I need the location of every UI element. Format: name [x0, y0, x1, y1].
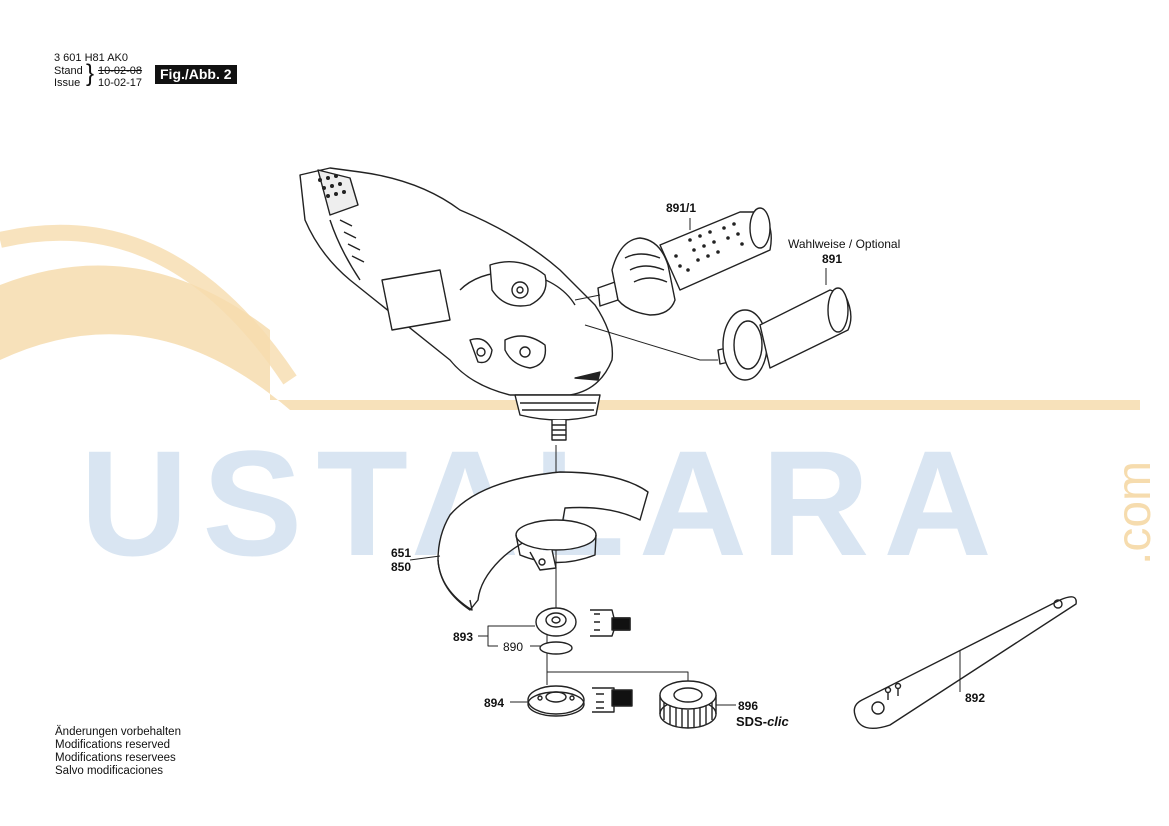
flange-profile-icon-2 [592, 687, 633, 713]
part-label-896: 896 [738, 699, 759, 713]
doc-number: 3 601 H81 AK0 [54, 52, 129, 64]
modification-notes: Änderungen vorbehalten Modifications res… [55, 726, 181, 778]
sds-prefix: SDS- [736, 714, 768, 729]
note-line: Modifications reserved [55, 739, 171, 751]
flange-893 [535, 607, 577, 637]
figure-label: Fig./Abb. 2 [155, 65, 237, 84]
watermark-suffix: .com [1108, 461, 1161, 565]
clamp-nut-894 [527, 685, 585, 717]
callout-leaders [409, 218, 961, 706]
flange-profile-icon-1 [590, 609, 631, 637]
handle-891 [717, 287, 852, 381]
part-label-850: 850 [391, 560, 412, 574]
brace-icon: } [86, 60, 95, 87]
note-line: Modifications reservees [55, 752, 176, 764]
part-label-890: 890 [503, 640, 524, 654]
grinder-body [299, 167, 614, 441]
part-label-894: 894 [484, 696, 505, 710]
optional-label: Wahlweise / Optional [788, 237, 901, 251]
part-label-891: 891 [822, 252, 843, 266]
sds-clic-logo: SDS-clic [736, 714, 789, 729]
spanner-892 [853, 596, 1077, 729]
part-label-892: 892 [965, 691, 986, 705]
part-label-651: 651 [391, 546, 412, 560]
sds-suffix: clic [767, 714, 789, 729]
handle-891-1 [597, 207, 772, 316]
note-line: Änderungen vorbehalten [55, 726, 181, 738]
stand-label: Stand [54, 65, 83, 77]
part-label-891-1: 891/1 [666, 201, 697, 215]
issue-label: Issue [54, 77, 81, 89]
o-ring-890 [539, 641, 573, 655]
issue-date: 10-02-17 [98, 77, 143, 89]
part-label-893: 893 [453, 630, 474, 644]
note-line: Salvo modificaciones [55, 765, 164, 777]
stand-date: 10-02-08 [98, 65, 143, 77]
sds-nut-896 [659, 680, 717, 729]
wheel-guard [437, 471, 649, 611]
watermark-orange-arc [0, 224, 1140, 410]
